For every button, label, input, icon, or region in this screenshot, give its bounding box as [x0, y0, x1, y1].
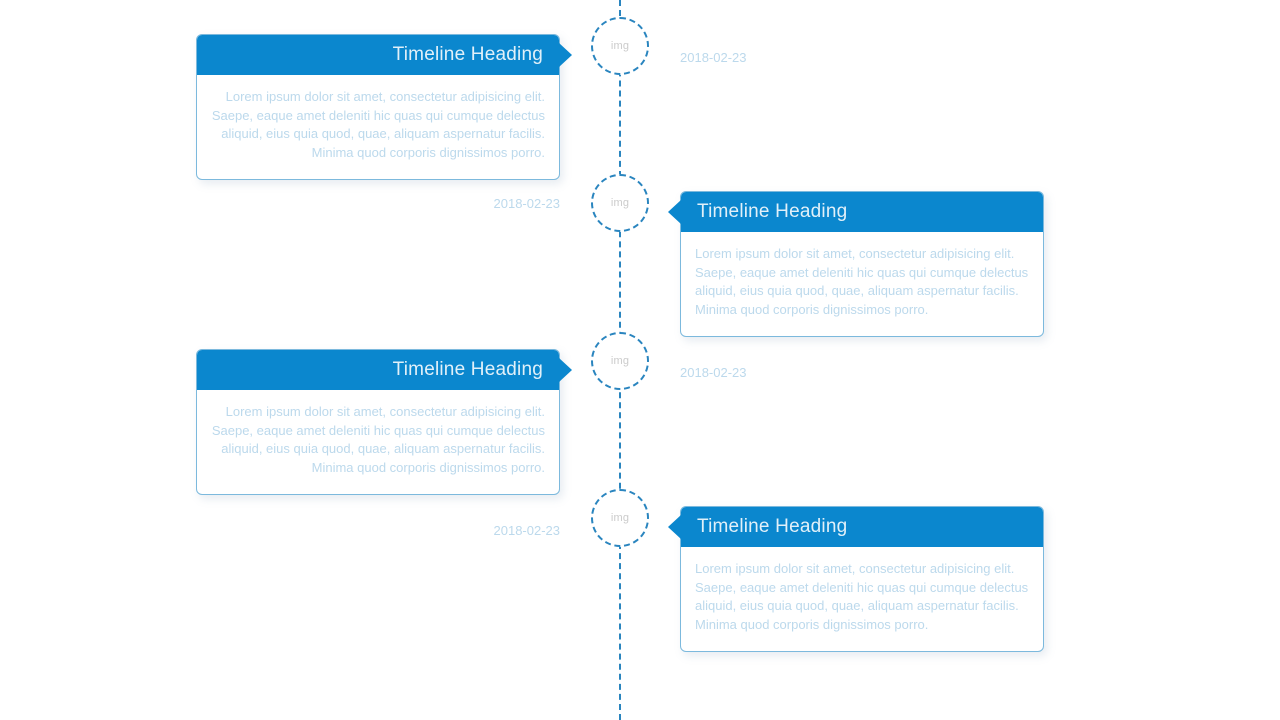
- timeline-card-3-body-text: Lorem ipsum dolor sit amet, consectetur …: [211, 404, 545, 476]
- timeline-card-4[interactable]: Timeline Heading Lorem ipsum dolor sit a…: [668, 506, 1044, 652]
- timeline-card-4-body-text: Lorem ipsum dolor sit amet, consectetur …: [695, 561, 1029, 633]
- timeline-marker-2-img-icon: img: [610, 197, 630, 209]
- timeline-marker-4[interactable]: img: [591, 489, 649, 547]
- timeline-card-4-heading: Timeline Heading: [668, 507, 1043, 547]
- timeline-card-3-heading: Timeline Heading: [197, 350, 572, 390]
- timeline-card-3[interactable]: Timeline Heading Lorem ipsum dolor sit a…: [196, 349, 572, 495]
- timeline-marker-1[interactable]: img: [591, 17, 649, 75]
- timeline-card-3-body: Lorem ipsum dolor sit amet, consectetur …: [197, 390, 559, 494]
- timeline-card-2-heading: Timeline Heading: [668, 192, 1043, 232]
- timeline-marker-3-img-icon: img: [610, 355, 630, 367]
- timeline-card-2-body: Lorem ipsum dolor sit amet, consectetur …: [681, 232, 1043, 336]
- timeline-card-2[interactable]: Timeline Heading Lorem ipsum dolor sit a…: [668, 191, 1044, 337]
- timeline-marker-4-img-icon: img: [610, 512, 630, 524]
- timeline-marker-3[interactable]: img: [591, 332, 649, 390]
- timeline-card-4-body: Lorem ipsum dolor sit amet, consectetur …: [681, 547, 1043, 651]
- timeline-card-1-body-text: Lorem ipsum dolor sit amet, consectetur …: [211, 89, 545, 161]
- timeline-card-1-heading: Timeline Heading: [197, 35, 572, 75]
- timeline-card-1[interactable]: Timeline Heading Lorem ipsum dolor sit a…: [196, 34, 572, 180]
- timeline-marker-1-img-icon: img: [610, 40, 630, 52]
- timeline-marker-2[interactable]: img: [591, 174, 649, 232]
- timeline-date-3: 2018-02-23: [680, 365, 747, 380]
- timeline-card-2-body-text: Lorem ipsum dolor sit amet, consectetur …: [695, 246, 1029, 318]
- timeline-card-1-body: Lorem ipsum dolor sit amet, consectetur …: [197, 75, 559, 179]
- timeline-date-2: 2018-02-23: [493, 196, 561, 211]
- timeline-date-4: 2018-02-23: [493, 523, 561, 538]
- timeline-date-1: 2018-02-23: [680, 50, 747, 65]
